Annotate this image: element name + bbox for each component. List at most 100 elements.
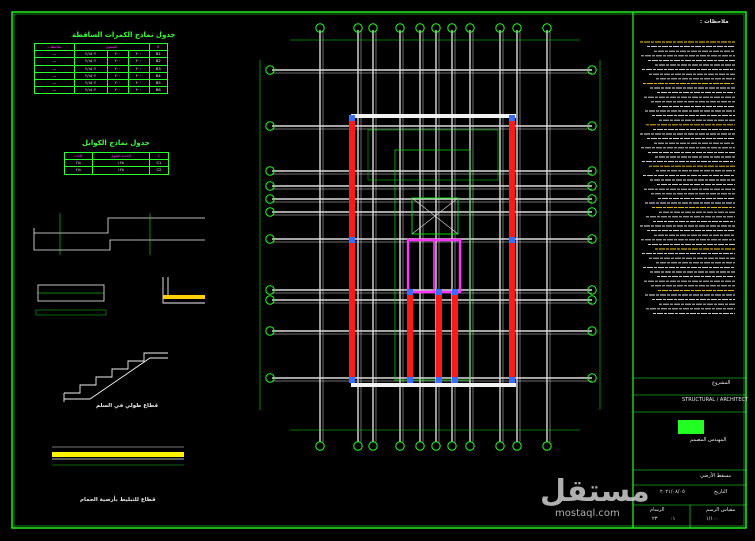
slab-schedule-cell: ٣٠٠ <box>127 57 150 66</box>
grid-bubble-top <box>431 23 441 33</box>
slab-schedule-cell: ٢٠٠ <box>106 78 129 88</box>
column-anchor-marker <box>407 377 413 383</box>
grid-bubble-top <box>465 23 475 33</box>
top-steel-header: الحديد العلوي <box>91 151 150 161</box>
grid-bubble-left <box>265 285 275 295</box>
reinforcement-header: التسليح <box>73 42 150 52</box>
slab-schedule-cell: ٢/١٥٠٢ <box>73 78 108 88</box>
company-line: STRUCTURAL / ARCHITECT <box>682 397 749 403</box>
grid-bubble-right <box>587 166 597 176</box>
grid-bubble-bottom <box>512 441 522 451</box>
slab-schedule-cell: B5 <box>148 78 169 88</box>
slab-schedule-cell: — <box>34 86 75 95</box>
grid-bubble-left <box>265 373 275 383</box>
building-bottom-edge <box>351 383 516 387</box>
drawn-by-label: الرسام <box>650 507 665 513</box>
slab-schedule-cell: ٣٠٠ <box>127 78 150 88</box>
footing-schedule-cell: ٢/٨ <box>64 159 93 168</box>
floor-detail-label: قطاع للتبليط بأرضية الحمام <box>80 497 156 503</box>
notes-header: ملاحظات : <box>700 19 729 25</box>
grid-bubble-bottom <box>447 441 457 451</box>
column-inner-1 <box>407 290 413 383</box>
grid-bubble-bottom <box>495 441 505 451</box>
grid-bubble-top <box>368 23 378 33</box>
grid-bubble-top <box>353 23 363 33</box>
grid-bubble-right <box>587 194 597 204</box>
grid-bubble-left <box>265 295 275 305</box>
grid-bubble-left <box>265 121 275 131</box>
left-details <box>33 213 205 466</box>
slab-schedule-cell: ٣٠٠ <box>127 64 150 73</box>
slab-schedule-cell: — <box>34 78 75 88</box>
grid-bubble-right <box>587 373 597 383</box>
grid-bubble-top <box>495 23 505 33</box>
grid-bubble-left <box>265 181 275 191</box>
room-outline-top <box>367 129 499 181</box>
column-anchor-marker <box>452 289 458 295</box>
scale-label: مقياس الرسم <box>706 507 736 513</box>
grid-bubble-right <box>587 181 597 191</box>
slab-schedule-cell: ٢/١٥٠٢ <box>73 86 108 95</box>
title-block <box>633 377 746 528</box>
slab-schedule-cell: B2 <box>148 57 169 66</box>
date-value: ٢٠٢١/٠٨/٠٥ <box>660 489 685 495</box>
slab-schedule-cell: ٢٠٠ <box>106 64 129 73</box>
column-anchor-marker <box>349 237 355 243</box>
scale-value: ١/١٠٠ <box>706 516 719 522</box>
grid-bubble-bottom <box>395 441 405 451</box>
slab-schedule-cell: ٣٠٠ <box>127 71 150 80</box>
slab-schedule-cell: ٢٠٠ <box>106 50 129 59</box>
footing-schedule-cell: ١٢٥ <box>91 159 150 168</box>
grid-bubble-bottom <box>431 441 441 451</box>
column-anchor-marker <box>509 237 515 243</box>
grid-bubble-left <box>265 166 275 176</box>
column-anchor-marker <box>349 377 355 383</box>
wall-section-detail <box>162 277 205 304</box>
stair-section-detail <box>63 352 168 402</box>
footing-schedule-cell: ٢/٨ <box>64 166 93 175</box>
sheet-inner-border <box>13 13 745 527</box>
slab-schedule-cell: B3 <box>148 64 169 73</box>
grid-bubble-right <box>587 65 597 75</box>
grid-bubble-right <box>587 295 597 305</box>
grid-bubble-right <box>587 326 597 336</box>
grid-bubble-left <box>265 326 275 336</box>
stair-detail-label: قطاع طولي في السلم <box>96 403 159 409</box>
column-anchor-marker <box>349 115 355 121</box>
footing-schedule-cell: C1 <box>148 159 170 168</box>
grid-bubble-bottom <box>353 441 363 451</box>
grid-bubble-left <box>265 65 275 75</box>
slab-schedule-title: جدول نماذج الكمرات الساقطة <box>72 31 176 39</box>
general-notes <box>640 41 735 314</box>
footing-detail <box>35 284 107 316</box>
grid-bubble-bottom <box>315 441 325 451</box>
grid-bubble-right <box>587 234 597 244</box>
grid-bubble-top <box>415 23 425 33</box>
slab-schedule-cell: ٢/١٥٠٢ <box>73 50 108 59</box>
stair-box <box>411 197 459 235</box>
sheet-outer-border <box>11 11 747 529</box>
column-anchor-marker <box>436 289 442 295</box>
grid-bubble-top <box>447 23 457 33</box>
slab-schedule-cell: ٢/١٥٠٢ <box>73 64 108 73</box>
building-top-edge <box>351 114 516 118</box>
grid-bubble-bottom <box>465 441 475 451</box>
date-label: التاريخ <box>714 489 727 495</box>
beam-section-detail <box>33 213 205 255</box>
slab-schedule-cell: — <box>34 71 75 80</box>
grid-bubble-left <box>265 207 275 217</box>
column-inner-3 <box>452 290 458 383</box>
remarks-header: ملاحظات <box>34 42 75 52</box>
column-anchor-marker <box>436 377 442 383</box>
slab-schedule-cell: B4 <box>148 71 169 80</box>
floor-finish-detail <box>52 446 184 466</box>
project-label: المشروع <box>712 380 731 386</box>
slab-schedule-cell: ٢٠٠ <box>106 86 129 95</box>
